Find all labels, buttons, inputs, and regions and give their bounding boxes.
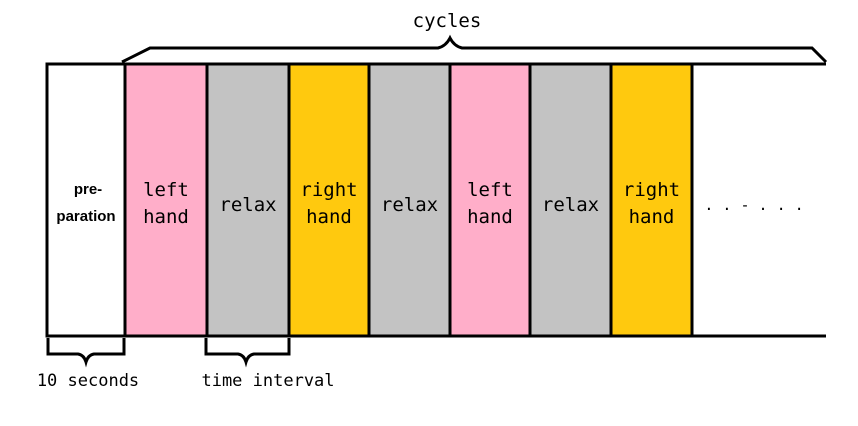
block-right-hand-label: right bbox=[300, 179, 357, 201]
block-right-hand-label: right bbox=[623, 179, 680, 201]
block-left-hand-label: left bbox=[143, 179, 189, 201]
preparation-label-line1: pre- bbox=[74, 181, 102, 198]
continuation-ellipsis: . . - . . . bbox=[704, 196, 803, 214]
blocks-group: left hand relax right hand relax left hand relax… bbox=[123, 62, 694, 338]
block-relax-label: relax bbox=[219, 194, 276, 216]
cycles-label: cycles bbox=[413, 10, 482, 32]
block-right-hand-label: hand bbox=[629, 206, 675, 228]
preparation-duration-label: 10 seconds bbox=[37, 371, 139, 391]
preparation-duration-brace bbox=[46, 338, 126, 368]
interval-brace bbox=[204, 338, 291, 368]
preparation-label-line2: paration bbox=[56, 208, 115, 225]
block-relax-label: relax bbox=[542, 194, 599, 216]
block-relax-label: relax bbox=[381, 194, 438, 216]
interval-label: time interval bbox=[201, 371, 334, 391]
block-left-hand-label: hand bbox=[467, 206, 513, 228]
cycles-brace bbox=[121, 34, 828, 64]
block-relax bbox=[528, 62, 613, 338]
block-right-hand-label: hand bbox=[306, 206, 352, 228]
block-left-hand-label: hand bbox=[143, 206, 189, 228]
block-left-hand bbox=[123, 62, 209, 338]
block-left-hand-label: left bbox=[467, 179, 513, 201]
block-relax bbox=[205, 62, 291, 338]
preparation-block bbox=[45, 62, 127, 338]
